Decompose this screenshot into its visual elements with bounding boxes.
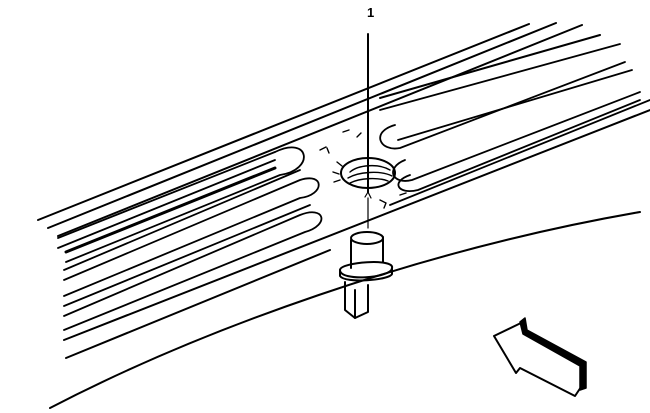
direction-arrow-icon (493, 317, 587, 397)
left-ribs (57, 146, 323, 331)
right-ribs (379, 43, 650, 206)
panel-bottom-edge (63, 109, 650, 359)
callout-label-1: 1 (367, 5, 375, 20)
body-surface (49, 211, 641, 409)
panel-top-lines (37, 22, 601, 237)
mounting-hole (319, 129, 407, 209)
push-pin-retainer (339, 231, 393, 319)
